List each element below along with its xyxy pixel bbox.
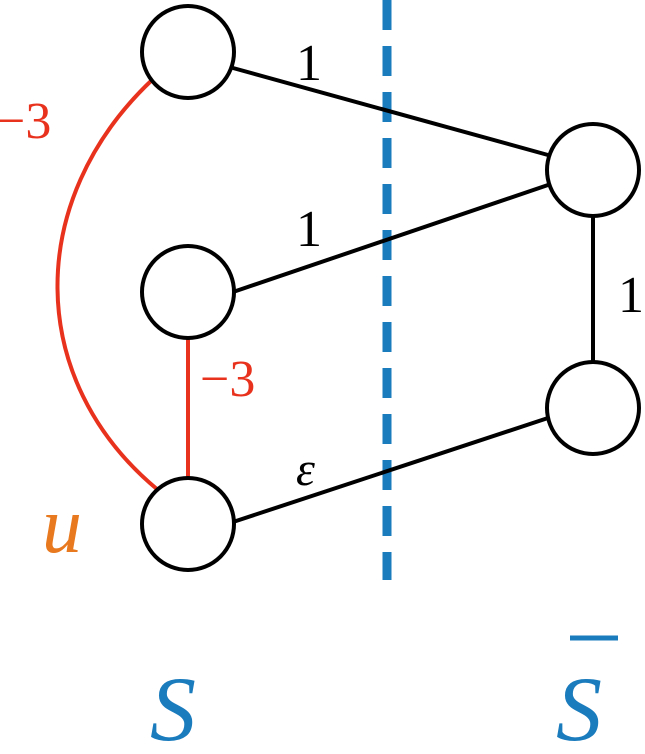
- node-u: [140, 476, 236, 572]
- weight-s2-u: −3: [200, 351, 255, 408]
- weight-s1-t1: 1: [296, 35, 322, 92]
- node-t1: [545, 122, 641, 218]
- label-u-node: u: [42, 482, 82, 570]
- edge-s1-t1: [232, 66, 549, 157]
- node-t2: [545, 360, 641, 456]
- weight-s1-u: −3: [0, 93, 51, 150]
- edge-u-t2: [232, 416, 549, 524]
- label-set-s-bar: S: [556, 635, 618, 754]
- edge-s1-u: [55, 78, 160, 492]
- weight-t1-t2: 1: [618, 267, 644, 324]
- node-s2: [140, 244, 236, 340]
- label-set-s: S: [150, 658, 196, 754]
- node-s1: [140, 4, 236, 100]
- weight-s2-t1: 1: [296, 201, 322, 258]
- s-bar-letter: S: [556, 658, 602, 754]
- edge-s2-t1: [232, 183, 549, 294]
- weight-u-t2: ε: [296, 443, 315, 496]
